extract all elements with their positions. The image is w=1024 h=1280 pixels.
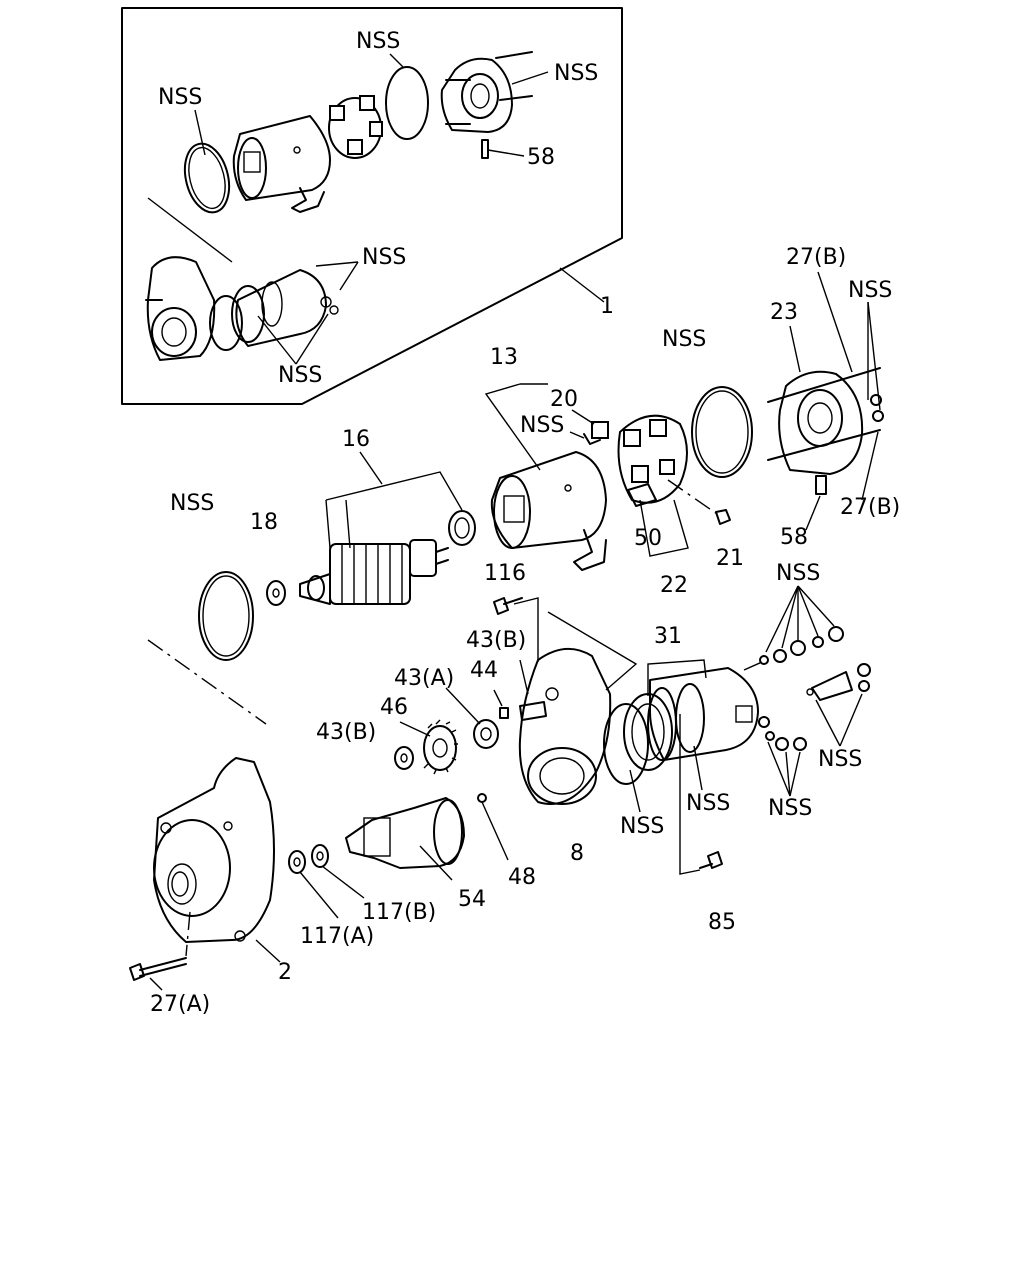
label-nss-nuts-lower: NSS (768, 796, 812, 821)
inset-brush-holder (328, 95, 383, 159)
label-23: 23 (770, 300, 798, 325)
label-48: 48 (508, 865, 536, 890)
label-44: 44 (470, 658, 498, 683)
label-43b: 43(B) (316, 720, 376, 745)
label-2: 2 (278, 960, 292, 985)
label-20: 20 (550, 387, 578, 412)
washer-117a (288, 850, 306, 874)
terminal-bracket (806, 663, 871, 701)
label-21: 21 (716, 546, 744, 571)
label-85: 85 (708, 910, 736, 935)
label-117b: 117(B) (362, 900, 436, 925)
gear-housing-2 (153, 757, 275, 943)
label-nss-bracket: NSS (818, 747, 862, 772)
label-nss-switch-right: NSS (686, 791, 730, 816)
bearing (448, 510, 476, 546)
gear-46 (423, 719, 458, 775)
label-27a: 27(A) (150, 992, 210, 1017)
pinion-54 (345, 797, 465, 869)
screw-21 (715, 509, 731, 525)
lever-housing-8 (518, 648, 612, 805)
nss-nuts-lower (758, 716, 807, 751)
o-ring-left (198, 571, 254, 661)
label-31: 31 (654, 624, 682, 649)
brush-20 (583, 421, 609, 445)
label-16: 16 (342, 427, 370, 452)
label-18: 18 (250, 510, 278, 535)
yoke-13 (490, 451, 607, 571)
label-nss-nuts-top: NSS (776, 561, 820, 586)
label-nss-brush: NSS (520, 413, 564, 438)
label-116: 116 (484, 561, 526, 586)
bolt-116 (493, 597, 523, 615)
collar-43a (473, 719, 499, 749)
ball-48 (477, 793, 487, 803)
armature-16 (299, 539, 449, 605)
label-27b-top: 27(B) (786, 245, 846, 270)
o-ring-right (691, 386, 753, 478)
label-117a: 117(A) (300, 924, 374, 949)
bolt-27a (129, 957, 187, 981)
assembly-frame (121, 7, 623, 405)
inset-o-ring-left (183, 142, 231, 214)
label-nss-rear-cover: NSS (848, 278, 892, 303)
inset-o-ring-middle (385, 66, 429, 140)
label-58: 58 (780, 525, 808, 550)
label-8: 8 (570, 841, 584, 866)
label-54: 54 (458, 887, 486, 912)
label-nss-inset-3: NSS (554, 61, 598, 86)
inset-rear-cover (440, 51, 533, 159)
washer-117b (311, 844, 329, 868)
rear-cover-23 (767, 367, 884, 495)
label-nss-switch-left: NSS (620, 814, 664, 839)
label-27b-bottom: 27(B) (840, 495, 900, 520)
inset-yoke (232, 115, 331, 213)
label-nss-inset-2: NSS (158, 85, 202, 110)
washer-18 (266, 580, 286, 606)
label-50: 50 (634, 526, 662, 551)
nss-nuts-top (759, 626, 844, 665)
label-13: 13 (490, 345, 518, 370)
inset-gear-housing (145, 256, 216, 361)
label-nss-inset-1: NSS (356, 29, 400, 54)
label-58-inset: 58 (527, 145, 555, 170)
label-43a: 43(A) (394, 666, 454, 691)
pin-44 (499, 707, 509, 719)
inset-magnetic-switch (231, 269, 339, 347)
washer-43b (394, 746, 414, 770)
o-ring-switch-right (675, 683, 705, 753)
label-22: 22 (660, 573, 688, 598)
label-46: 46 (380, 695, 408, 720)
label-43b-top: 43(B) (466, 628, 526, 653)
label-nss-o-ring-right: NSS (662, 327, 706, 352)
label-1: 1 (600, 294, 614, 319)
o-ring-switch-left (603, 703, 649, 785)
bolt-85 (699, 851, 723, 869)
brush-holder-22 (617, 414, 688, 507)
inset-o-ring-lower (209, 295, 243, 351)
label-nss-inset-4: NSS (362, 245, 406, 270)
label-nss-inset-5: NSS (278, 363, 322, 388)
label-nss-o-ring-left: NSS (170, 491, 214, 516)
